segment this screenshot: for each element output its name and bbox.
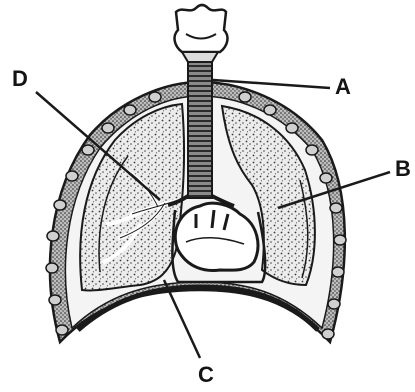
label-d: D <box>12 68 28 90</box>
larynx <box>175 5 228 62</box>
label-c: C <box>198 364 214 386</box>
label-a: A <box>335 76 351 98</box>
label-b: B <box>395 158 411 180</box>
